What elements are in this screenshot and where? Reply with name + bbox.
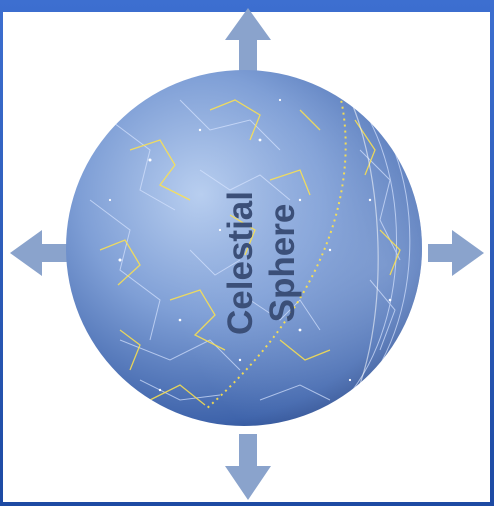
- label-celestial: Celestial: [221, 191, 260, 335]
- arrow-left-icon: [10, 230, 68, 276]
- arrow-right-icon: [428, 230, 484, 276]
- arrow-down-icon: [225, 434, 271, 500]
- label-sphere: Sphere: [263, 204, 302, 323]
- celestial-sphere: Celestial Sphere: [66, 70, 422, 426]
- arrow-up-icon: [225, 8, 271, 72]
